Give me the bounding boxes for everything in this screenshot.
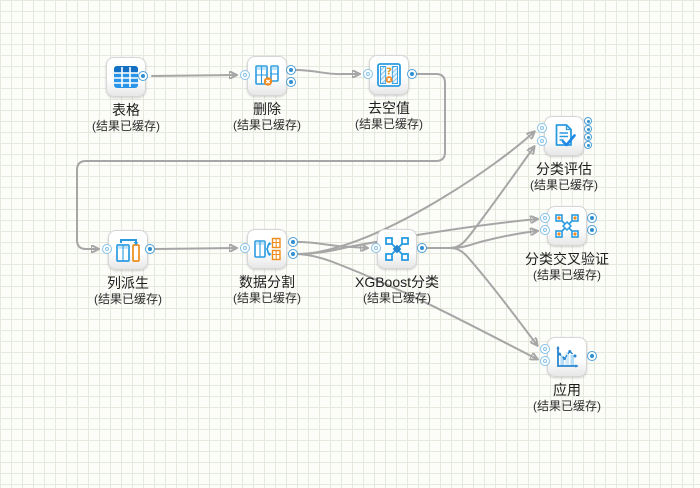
output-port[interactable] bbox=[407, 69, 417, 79]
output-port[interactable] bbox=[145, 244, 155, 254]
node-label: 分类评估 bbox=[536, 161, 592, 177]
node-classification-cv[interactable]: 分类交叉验证 (结果已缓存) bbox=[487, 206, 647, 283]
node-delete[interactable]: 删除 (结果已缓存) bbox=[187, 56, 347, 133]
node-label: 分类交叉验证 bbox=[525, 251, 609, 267]
edge-dropna-derive[interactable] bbox=[76, 73, 446, 249]
node-status: (结果已缓存) bbox=[533, 268, 601, 282]
edge-xgboost-cv[interactable] bbox=[426, 231, 537, 249]
output-port-1[interactable] bbox=[286, 65, 296, 75]
chart-apply-icon bbox=[547, 337, 587, 377]
node-label: 数据分割 bbox=[239, 274, 295, 290]
output-port[interactable] bbox=[138, 71, 148, 81]
edge-split-apply[interactable] bbox=[297, 253, 537, 359]
evaluation-report-icon bbox=[544, 116, 584, 156]
node-dropna[interactable]: ? 去空值 (结果已缓存) bbox=[309, 55, 469, 132]
output-port-1[interactable] bbox=[288, 237, 298, 247]
input-port-1[interactable] bbox=[537, 123, 547, 133]
node-status: (结果已缓存) bbox=[530, 178, 598, 192]
node-xgboost-classifier[interactable]: XGBoost分类 (结果已缓存) bbox=[317, 229, 477, 306]
output-port-1[interactable] bbox=[584, 117, 592, 125]
edge-xgboost-apply[interactable] bbox=[426, 247, 537, 345]
node-status: (结果已缓存) bbox=[363, 291, 431, 305]
node-apply[interactable]: 应用 (结果已缓存) bbox=[487, 337, 647, 414]
node-status: (结果已缓存) bbox=[233, 291, 301, 305]
input-port[interactable] bbox=[371, 243, 381, 253]
output-port-1[interactable] bbox=[587, 213, 597, 223]
edge-derive-split[interactable] bbox=[154, 248, 236, 249]
output-port-2[interactable] bbox=[288, 249, 298, 259]
input-port-2[interactable] bbox=[540, 356, 550, 366]
node-status: (结果已缓存) bbox=[92, 119, 160, 133]
output-port[interactable] bbox=[417, 243, 427, 253]
node-status: (结果已缓存) bbox=[94, 292, 162, 306]
node-table[interactable]: 表格 (结果已缓存) bbox=[46, 57, 206, 134]
edge-delete-dropna[interactable] bbox=[295, 69, 359, 74]
node-label: XGBoost分类 bbox=[354, 274, 440, 290]
input-port[interactable] bbox=[240, 243, 250, 253]
output-port-3[interactable] bbox=[584, 133, 592, 141]
node-status: (结果已缓存) bbox=[233, 118, 301, 132]
input-port[interactable] bbox=[363, 69, 373, 79]
output-port-4[interactable] bbox=[584, 141, 592, 149]
node-status: (结果已缓存) bbox=[533, 399, 601, 413]
edge-table-delete[interactable] bbox=[151, 75, 236, 76]
delete-columns-icon bbox=[247, 56, 287, 96]
output-port-2[interactable] bbox=[286, 77, 296, 87]
input-port-2[interactable] bbox=[540, 225, 550, 235]
node-data-split[interactable]: 数据分割 (结果已缓存) bbox=[187, 229, 347, 306]
node-column-derive[interactable]: 列派生 (结果已缓存) bbox=[48, 230, 208, 307]
node-label: 列派生 bbox=[107, 275, 149, 291]
split-data-icon bbox=[247, 229, 287, 269]
input-port[interactable] bbox=[240, 70, 250, 80]
input-port-2[interactable] bbox=[537, 136, 547, 146]
node-label: 去空值 bbox=[368, 100, 410, 116]
node-label: 删除 bbox=[253, 101, 281, 117]
input-port-1[interactable] bbox=[540, 344, 550, 354]
node-status: (结果已缓存) bbox=[355, 117, 423, 131]
output-port-2[interactable] bbox=[587, 225, 597, 235]
node-label: 应用 bbox=[553, 382, 581, 398]
output-port-2[interactable] bbox=[584, 125, 592, 133]
input-port[interactable] bbox=[102, 244, 112, 254]
cross-validation-icon bbox=[547, 206, 587, 246]
input-port-1[interactable] bbox=[540, 213, 550, 223]
drop-null-icon: ? bbox=[369, 55, 409, 95]
node-label: 表格 bbox=[112, 102, 140, 118]
node-classification-eval[interactable]: 分类评估 (结果已缓存) bbox=[484, 116, 644, 193]
svg-text:?: ? bbox=[386, 67, 392, 78]
edge-xgboost-eval[interactable] bbox=[426, 147, 534, 249]
derive-column-icon bbox=[108, 230, 148, 270]
xgboost-network-icon bbox=[377, 229, 417, 269]
output-port[interactable] bbox=[587, 351, 597, 361]
